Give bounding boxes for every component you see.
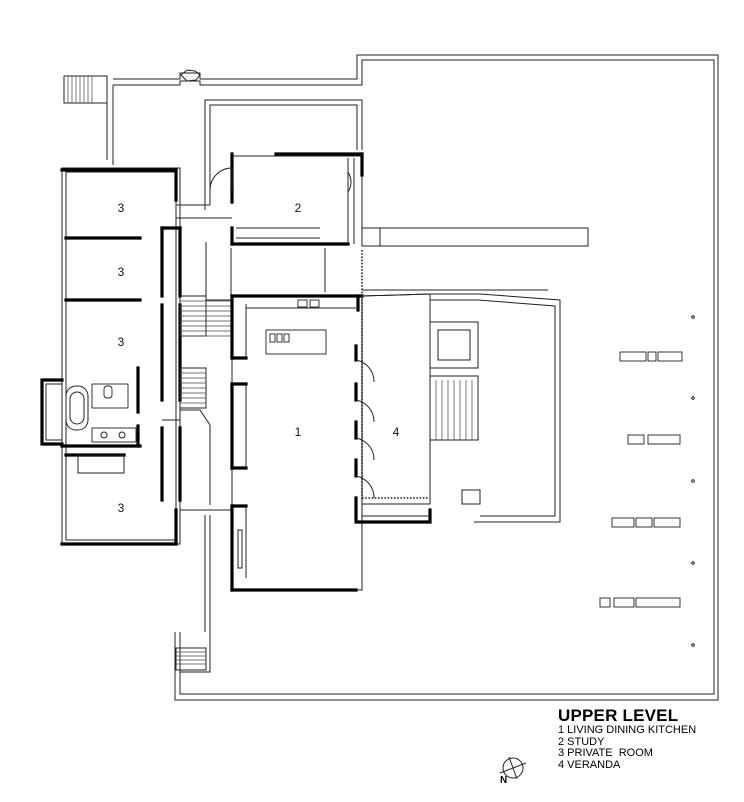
room-label-private: 3	[118, 335, 125, 349]
room-label-private: 3	[118, 501, 125, 515]
central-stairs	[179, 295, 232, 409]
bathroom	[40, 378, 137, 474]
room-label-private: 3	[118, 265, 125, 279]
legend-item: 3 PRIVATE ROOM	[558, 747, 653, 759]
room-label-living: 1	[295, 425, 302, 439]
veranda-doors	[354, 296, 375, 500]
study	[209, 152, 364, 246]
sink-icon	[100, 431, 108, 439]
circulation-lines	[176, 99, 363, 673]
room-label-private: 3	[118, 201, 125, 215]
legend: UPPER LEVEL 1 LIVING DINING KITCHEN 2 ST…	[558, 706, 696, 771]
north-arrow-icon: N	[499, 756, 527, 786]
door-swing	[209, 167, 233, 191]
legend-item: 1 LIVING DINING KITCHEN	[558, 724, 697, 736]
veranda	[354, 289, 561, 524]
north-label: N	[500, 775, 507, 786]
east-terrace	[429, 321, 481, 505]
lower-stair	[175, 647, 207, 671]
entry-stair	[63, 75, 108, 104]
room-label-veranda: 4	[393, 425, 400, 439]
living-block	[230, 294, 364, 592]
bathtub-icon	[65, 385, 89, 431]
legend-item: 4 VERANDA	[558, 758, 621, 771]
toilet-icon	[103, 385, 113, 399]
kitchen-island	[265, 329, 327, 355]
room-label-study: 2	[295, 201, 302, 215]
bridge	[361, 227, 589, 296]
terrace-furniture	[599, 315, 695, 647]
plan-title: UPPER LEVEL	[558, 706, 679, 725]
legend-item: 2 STUDY	[558, 735, 605, 748]
rock-icon	[180, 69, 201, 82]
private-wing	[60, 167, 182, 546]
sink-icon	[118, 431, 126, 439]
